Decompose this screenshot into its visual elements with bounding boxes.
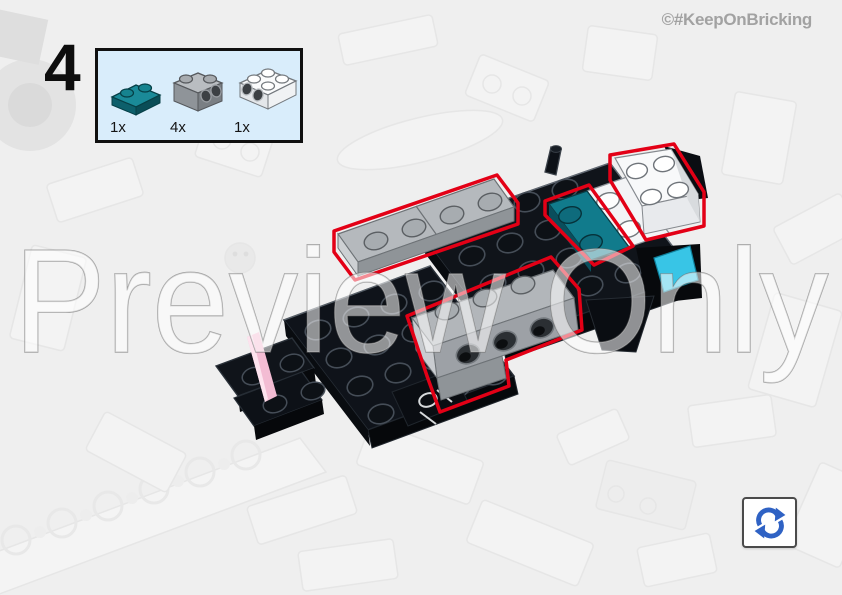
part-count: 1x [110,119,126,136]
refresh-button[interactable] [742,497,797,548]
model-detail-cyan-panel [653,245,699,293]
part-entry-gray-bracket: 4x [166,66,228,136]
teal-plate-icon [110,83,162,116]
part-count: 1x [234,119,250,136]
part-count: 4x [170,119,186,136]
part-entry-white-bracket: 1x [230,62,306,136]
model-new-part-gray-top-brackets [332,173,520,282]
copyright-text: ©#KeepOnBricking [661,10,813,29]
refresh-icon [754,507,785,538]
model-new-part-gray-bottom-brackets [405,255,584,414]
model-new-part-white-bracket [608,142,706,242]
model-detail-pink-wedge [247,332,277,402]
model-new-part-teal-plate [543,183,635,272]
step-number: 4 [44,30,81,104]
parts-callout: 1x 4x [95,48,303,143]
model-detail-pin [544,145,562,176]
part-entry-teal-plate: 1x [106,74,164,136]
gray-bracket-icon [172,72,224,112]
white-bracket-icon [238,68,298,110]
